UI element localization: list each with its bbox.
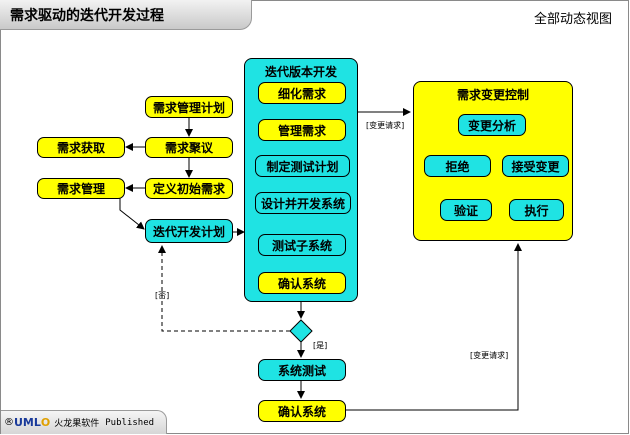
label-change-request-bottom: [变更请求]: [470, 351, 509, 360]
node-execute[interactable]: 执行: [509, 199, 564, 221]
node-change-analysis[interactable]: 变更分析: [458, 114, 526, 136]
node-verify[interactable]: 验证: [440, 199, 492, 221]
umlo-logo: UMLO: [14, 416, 51, 429]
registered-mark: ®: [4, 417, 14, 428]
node-reject[interactable]: 拒绝: [424, 155, 491, 177]
edge-confirm-change: [346, 243, 522, 411]
node-requirement-acquire[interactable]: 需求获取: [37, 137, 125, 158]
label-yes: [是]: [313, 341, 328, 350]
diagram-title: 需求驱动的迭代开发过程: [10, 8, 164, 24]
node-define-initial[interactable]: 定义初始需求: [145, 178, 233, 199]
title-tab: 需求驱动的迭代开发过程: [0, 0, 252, 30]
edge-manage-iteration: [119, 198, 145, 230]
edge-decision-no: [158, 245, 290, 332]
footer-published: Published: [105, 417, 155, 428]
node-confirm-system-final[interactable]: 确认系统: [258, 400, 346, 422]
view-title: 全部动态视图: [533, 12, 612, 27]
node-iteration-plan[interactable]: 迭代开发计划: [145, 219, 233, 243]
panel-iteration-title: 迭代版本开发: [264, 65, 337, 79]
node-requirement-elicit[interactable]: 需求聚议: [145, 137, 233, 158]
step-refine-requirement[interactable]: 细化需求: [258, 82, 346, 104]
step-manage-requirement[interactable]: 管理需求: [258, 119, 346, 141]
label-change-request-top: [变更请求]: [366, 121, 405, 130]
step-confirm-system[interactable]: 确认系统: [258, 272, 346, 294]
decision-diamond: [289, 319, 313, 343]
footer-brand: 火龙果软件: [54, 419, 100, 429]
node-requirement-plan[interactable]: 需求管理计划: [145, 96, 233, 118]
node-system-test[interactable]: 系统测试: [258, 359, 346, 381]
step-make-test-plan[interactable]: 制定测试计划: [255, 155, 350, 177]
step-test-subsystem[interactable]: 测试子系统: [258, 234, 346, 256]
node-accept-change[interactable]: 接受变更: [502, 155, 569, 177]
label-no: [否]: [155, 291, 170, 300]
step-design-develop[interactable]: 设计并开发系统: [255, 192, 351, 214]
footer-branding: ® UMLO 火龙果软件 Published: [1, 410, 167, 434]
panel-change-title: 需求变更控制: [456, 88, 529, 102]
node-requirement-manage[interactable]: 需求管理: [37, 178, 125, 199]
